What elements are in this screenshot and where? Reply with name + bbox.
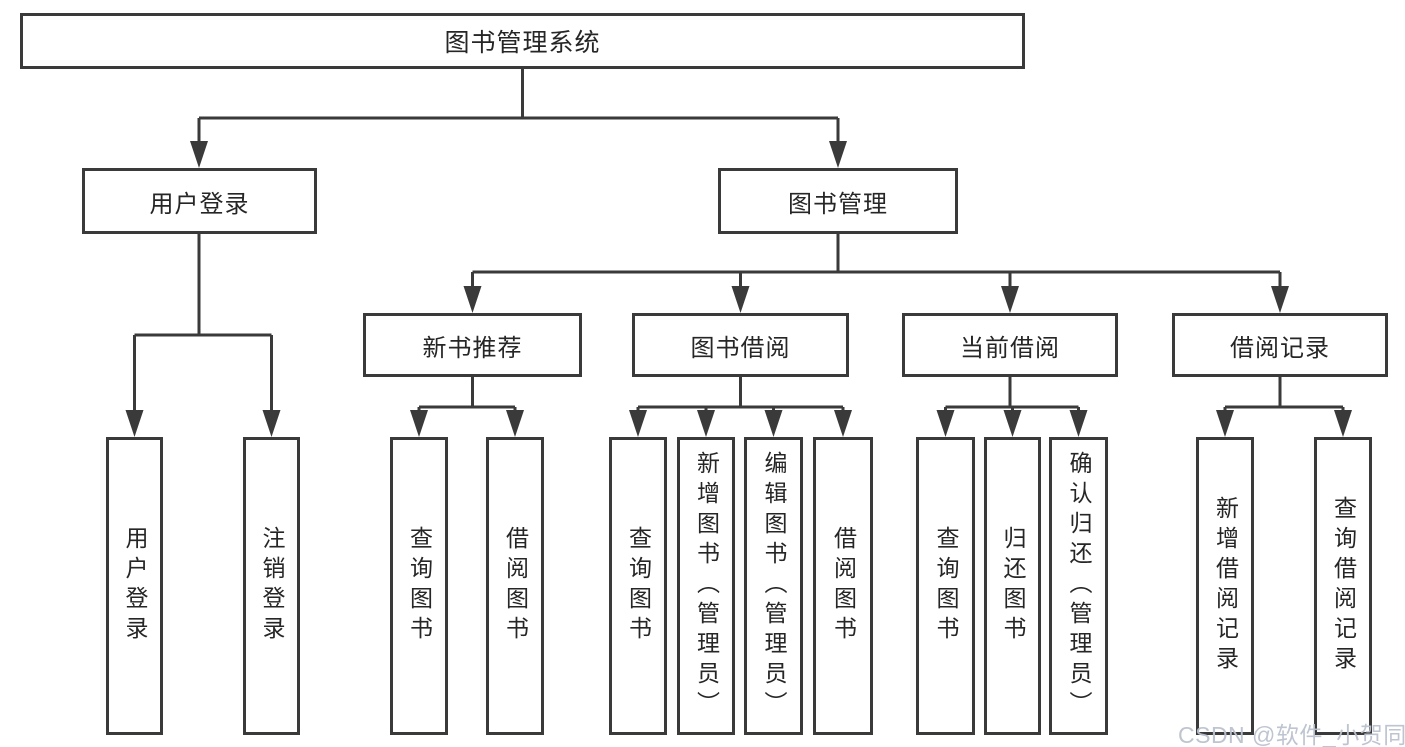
leaf-user-login-label: 用户登录 bbox=[122, 526, 148, 646]
arrowheads bbox=[125, 141, 1352, 437]
leaf-query-borrow-record-label: 查询借阅记录 bbox=[1330, 496, 1357, 676]
leaf-edit-books-admin: 编辑图书（管理员） bbox=[744, 437, 803, 735]
csdn-watermark: CSDN @软件_小贺同学 bbox=[1178, 722, 1405, 747]
node-borrow-records: 借阅记录 bbox=[1172, 313, 1388, 377]
leaf-query-books-current-label: 查询图书 bbox=[933, 526, 959, 646]
leaf-borrow-books-borrowing: 借阅图书 bbox=[813, 437, 873, 735]
leaf-confirm-return-admin: 确认归还（管理员） bbox=[1049, 437, 1108, 735]
leaf-add-books-admin: 新增图书（管理员） bbox=[677, 437, 735, 735]
leaf-query-books-recommend: 查询图书 bbox=[390, 437, 448, 735]
leaf-add-books-admin-label: 新增图书（管理员） bbox=[693, 451, 720, 721]
leaf-edit-books-admin-label: 编辑图书（管理员） bbox=[761, 451, 787, 721]
leaf-add-borrow-record-label: 新增借阅记录 bbox=[1212, 496, 1239, 676]
leaf-user-login: 用户登录 bbox=[106, 437, 163, 735]
leaf-borrow-books-recommend-label: 借阅图书 bbox=[502, 526, 529, 646]
leaf-borrow-books-borrowing-label: 借阅图书 bbox=[830, 526, 857, 646]
leaf-return-books: 归还图书 bbox=[984, 437, 1041, 735]
leaf-logout: 注销登录 bbox=[243, 437, 300, 735]
leaf-add-borrow-record: 新增借阅记录 bbox=[1196, 437, 1254, 735]
node-book-management: 图书管理 bbox=[718, 168, 958, 234]
node-user-login: 用户登录 bbox=[82, 168, 317, 234]
leaf-return-books-label: 归还图书 bbox=[1000, 526, 1026, 646]
leaf-query-books-current: 查询图书 bbox=[916, 437, 975, 735]
leaf-query-borrow-record: 查询借阅记录 bbox=[1314, 437, 1372, 735]
leaf-query-books-recommend-label: 查询图书 bbox=[406, 526, 433, 646]
leaf-logout-label: 注销登录 bbox=[259, 526, 285, 646]
leaf-query-books-borrowing-label: 查询图书 bbox=[625, 526, 652, 646]
node-book-borrowing: 图书借阅 bbox=[632, 313, 849, 377]
node-library-system: 图书管理系统 bbox=[20, 13, 1025, 69]
leaf-confirm-return-admin-label: 确认归还（管理员） bbox=[1066, 451, 1092, 721]
node-current-borrowing: 当前借阅 bbox=[902, 313, 1118, 377]
node-new-book-recommend: 新书推荐 bbox=[363, 313, 582, 377]
leaf-query-books-borrowing: 查询图书 bbox=[609, 437, 667, 735]
leaf-borrow-books-recommend: 借阅图书 bbox=[486, 437, 544, 735]
